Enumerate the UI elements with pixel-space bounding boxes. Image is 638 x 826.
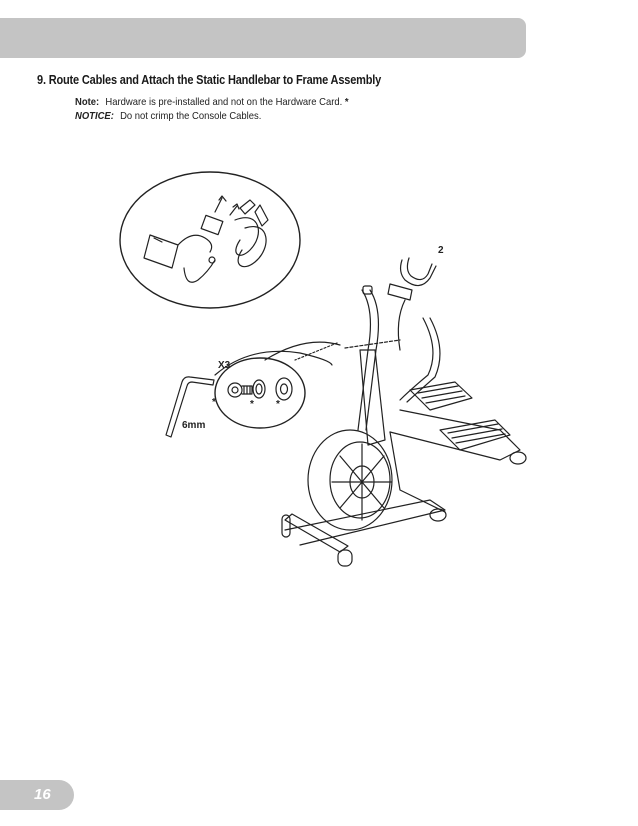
note-marker: * [344, 96, 349, 108]
header-bar [0, 18, 526, 58]
notice-cables: NOTICE: Do not crimp the Console Cables. [75, 110, 261, 122]
hardware-callout [214, 357, 306, 429]
page-number-tab [0, 780, 74, 810]
marker-washer: * [276, 399, 280, 410]
cable-detail-drawing [143, 195, 269, 283]
assembly-illustration: * * * 2 X3 6mm [119, 171, 527, 567]
notice-text: Do not crimp the Console Cables. [120, 110, 262, 122]
elliptical-machine [281, 257, 527, 567]
hardware-items [227, 377, 293, 401]
notice-label: NOTICE: [75, 110, 114, 122]
marker-lockwasher: * [250, 399, 254, 410]
preinstalled-markers: * * * [212, 397, 280, 410]
step-title: 9. Route Cables and Attach the Static Ha… [37, 73, 382, 87]
note-text: Hardware is pre-installed and not on the… [105, 96, 343, 108]
marker-bolt: * [212, 397, 216, 408]
hardware-quantity-label: X3 [218, 360, 231, 371]
allen-wrench-icon [165, 376, 215, 438]
cable-detail-callout [119, 171, 301, 309]
page-number: 16 [34, 786, 51, 803]
part-number-label: 2 [438, 245, 444, 256]
note-label: Note: [75, 96, 100, 108]
tool-size-label: 6mm [182, 420, 205, 431]
note-hardware: Note: Hardware is pre-installed and not … [75, 96, 349, 108]
